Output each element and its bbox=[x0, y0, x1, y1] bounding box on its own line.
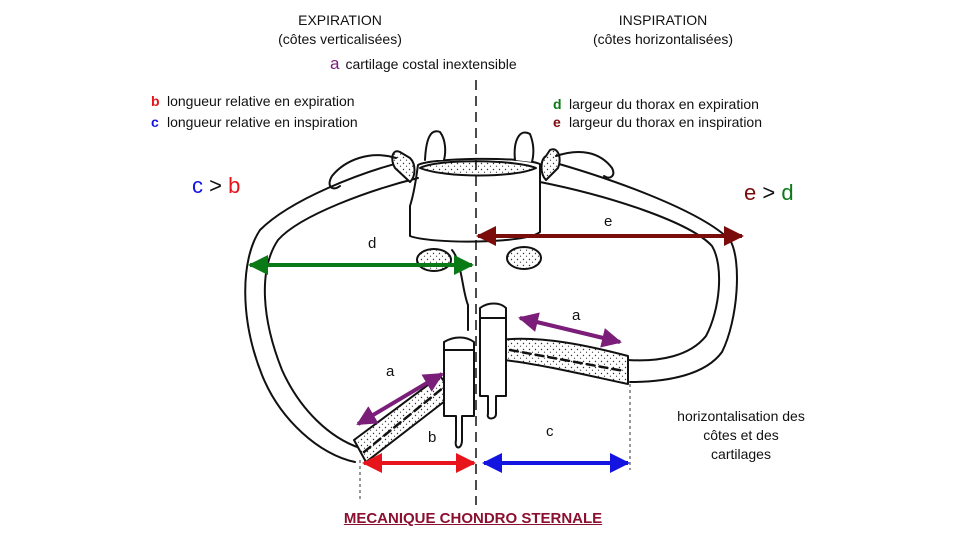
comparison-right-a: e bbox=[744, 180, 757, 205]
label-d: d bbox=[368, 235, 376, 252]
right-rib bbox=[539, 148, 738, 383]
inspiration-subtitle: (côtes horizontalisées) bbox=[592, 31, 734, 47]
legend-d-text: largeur du thorax en expiration bbox=[569, 96, 759, 112]
legend-c-key: c bbox=[151, 114, 159, 130]
note-line-1: horizontalisation des bbox=[677, 408, 805, 424]
expiration-subtitle: (côtes verticalisées) bbox=[278, 31, 402, 47]
label-a-left: a bbox=[386, 363, 395, 380]
right-cartilage bbox=[499, 337, 629, 385]
diagram-title: MECANIQUE CHONDRO STERNALE bbox=[343, 510, 603, 527]
legend-b-key: b bbox=[151, 93, 160, 109]
comparison-right-b: d bbox=[781, 180, 794, 205]
legend-b-text: longueur relative en expiration bbox=[167, 93, 355, 109]
legend-d: d largeur du thorax en expiration bbox=[553, 96, 759, 113]
comparison-left-a: c bbox=[192, 173, 203, 198]
legend-e-text: largeur du thorax en inspiration bbox=[569, 114, 763, 130]
comparison-right-op: > bbox=[762, 180, 776, 205]
expiration-title: EXPIRATION bbox=[298, 12, 382, 28]
comparison-left-b: b bbox=[228, 173, 241, 198]
legend-e: e largeur du thorax en inspiration bbox=[553, 114, 762, 131]
legend-a: a cartilage costal inextensible bbox=[330, 55, 517, 73]
label-c: c bbox=[546, 423, 554, 440]
note-line-3: cartilages bbox=[711, 446, 771, 462]
legend-a-key: a bbox=[330, 54, 340, 73]
comparison-right: e > d bbox=[744, 180, 794, 206]
arrow-a-left bbox=[356, 372, 444, 426]
comparison-left: c > b bbox=[192, 173, 240, 199]
comparison-left-op: > bbox=[209, 173, 222, 198]
legend-b: b longueur relative en expiration bbox=[151, 93, 355, 110]
arrow-a-right bbox=[518, 312, 622, 348]
label-b: b bbox=[428, 429, 436, 446]
label-a-right: a bbox=[572, 307, 581, 324]
label-e: e bbox=[604, 213, 612, 230]
legend-d-key: d bbox=[553, 96, 562, 112]
right-sternum bbox=[479, 302, 507, 420]
left-sternum bbox=[443, 336, 475, 449]
inspiration-title: INSPIRATION bbox=[618, 12, 708, 28]
left-rib bbox=[244, 150, 419, 463]
note-line-2: côtes et des bbox=[703, 427, 779, 443]
legend-a-text: cartilage costal inextensible bbox=[345, 56, 517, 72]
legend-e-key: e bbox=[553, 114, 561, 130]
legend-c: c longueur relative en inspiration bbox=[151, 114, 358, 131]
legend-c-text: longueur relative en inspiration bbox=[167, 114, 358, 130]
